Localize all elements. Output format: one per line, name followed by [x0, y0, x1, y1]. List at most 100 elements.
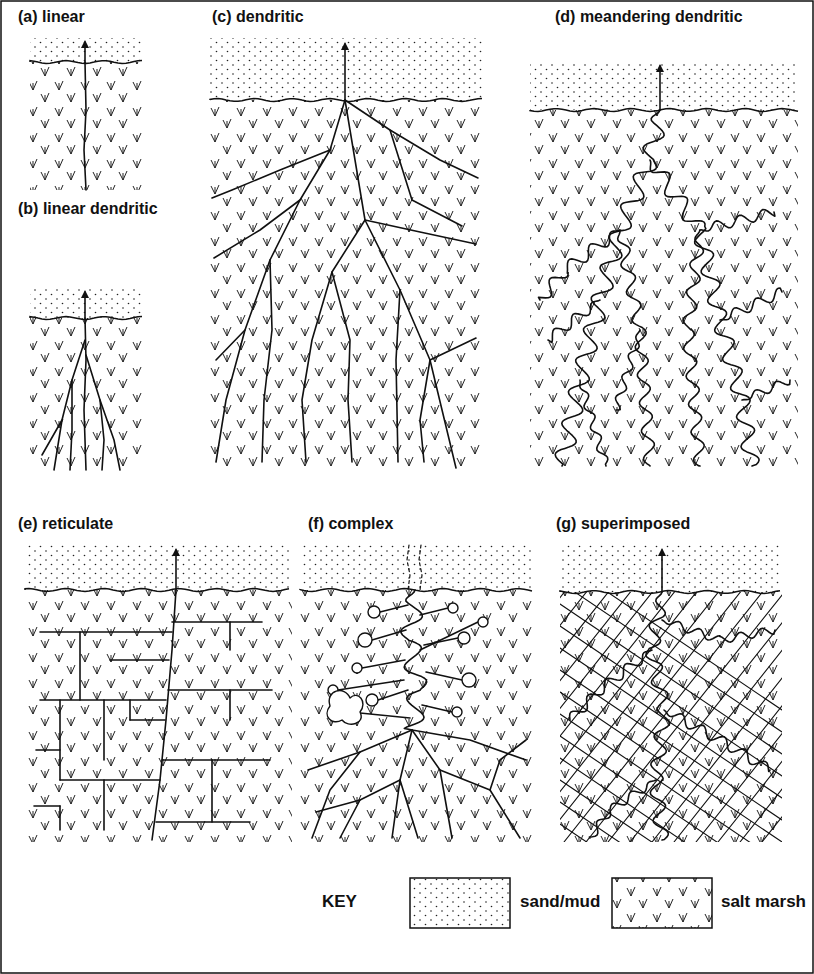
creek-line	[340, 780, 400, 838]
creek-line	[378, 690, 408, 700]
creek-line	[362, 660, 405, 668]
marsh-edge	[25, 589, 289, 592]
creek-line	[700, 210, 775, 232]
creek-line	[216, 330, 245, 360]
pool	[368, 606, 380, 618]
sand-mud-band	[210, 38, 482, 100]
creek-line	[214, 200, 300, 258]
creek-line	[412, 730, 526, 760]
salt-marsh-area	[210, 100, 482, 470]
outflow-arrow	[84, 292, 86, 318]
panel-title: (d) meandering dendritic	[555, 8, 743, 26]
salt-marsh-area	[30, 318, 142, 470]
creek-line	[168, 689, 272, 691]
sand-mud-band	[30, 38, 142, 62]
creek-line	[59, 806, 61, 830]
creek-line	[422, 705, 452, 712]
creek-line	[589, 780, 656, 838]
marsh-edge	[530, 109, 798, 112]
creek-line	[555, 110, 664, 466]
legend-swatch	[612, 878, 712, 928]
creek-line	[59, 700, 61, 780]
channel-dashed	[407, 545, 410, 590]
key-heading: KEY	[322, 892, 402, 912]
creek-line	[152, 590, 176, 840]
outflow-arrow	[661, 550, 663, 592]
marsh-edge	[30, 317, 142, 320]
creek-line	[560, 692, 782, 842]
creek-line	[662, 620, 775, 642]
creek-line	[42, 420, 62, 455]
creek-line	[308, 730, 412, 770]
pool	[327, 691, 363, 725]
creek-line	[372, 630, 406, 640]
pool	[478, 617, 488, 627]
creek-line	[430, 338, 476, 360]
creek-line	[539, 230, 621, 300]
creek-line	[560, 592, 742, 842]
creek-line	[338, 680, 404, 690]
creek-line	[212, 150, 330, 198]
panel-title: (f) complex	[308, 515, 508, 533]
creek-line	[54, 340, 85, 470]
outflow-arrow	[344, 44, 346, 100]
creek-line	[130, 719, 165, 721]
creek-line	[420, 608, 448, 615]
pool	[352, 663, 362, 673]
creek-line	[560, 592, 610, 842]
creek-line	[262, 260, 272, 462]
creek-line	[490, 740, 526, 790]
creek-line	[312, 752, 360, 838]
creek-line	[172, 621, 262, 623]
creek-line	[616, 330, 641, 410]
creek-line	[396, 290, 400, 462]
creek-line	[580, 380, 608, 466]
creek-line	[40, 699, 166, 701]
creek-line	[390, 130, 462, 226]
creek-line	[345, 100, 456, 468]
creek-line	[560, 626, 782, 776]
creek-line	[162, 759, 270, 761]
creek-line	[70, 380, 72, 470]
panel-title: (c) dendritic	[212, 8, 412, 26]
panel-title: (e) reticulate	[18, 515, 218, 533]
creek-line	[216, 100, 345, 462]
creek-line	[103, 780, 105, 830]
creek-line	[79, 632, 81, 700]
creek-line	[560, 714, 782, 842]
creek-line	[560, 780, 782, 842]
pool	[452, 707, 462, 717]
creek-line	[40, 631, 172, 633]
creek-line	[564, 592, 764, 842]
creek-line	[86, 355, 104, 470]
creek-line	[229, 622, 231, 650]
pool	[458, 632, 470, 644]
creek-line	[560, 824, 782, 842]
creek-line	[426, 672, 462, 680]
creek-line	[345, 100, 478, 178]
creek-line	[36, 749, 60, 751]
salt-marsh-area	[30, 62, 142, 190]
outflow-arrow	[175, 550, 177, 590]
creek-line	[683, 230, 704, 466]
creek-line	[103, 700, 105, 760]
creek-line	[586, 592, 782, 842]
creek-line	[420, 622, 478, 650]
superimposed-grid	[560, 592, 782, 842]
panel-title: (a) linear	[18, 8, 218, 26]
creek-line	[332, 272, 352, 462]
salt-marsh-area	[25, 590, 292, 842]
legend-text: sand/mud	[520, 892, 600, 912]
sand-mud-band	[560, 545, 782, 592]
creek-line	[560, 670, 782, 820]
creek-line	[664, 710, 770, 772]
sand-mud-band	[530, 62, 798, 110]
legend-swatch	[410, 878, 510, 928]
creek-line	[560, 758, 782, 842]
creek-line	[570, 650, 652, 720]
creek-line	[302, 220, 365, 462]
creek-line	[420, 360, 430, 462]
creek-line	[412, 730, 452, 838]
creek-line	[110, 659, 169, 661]
